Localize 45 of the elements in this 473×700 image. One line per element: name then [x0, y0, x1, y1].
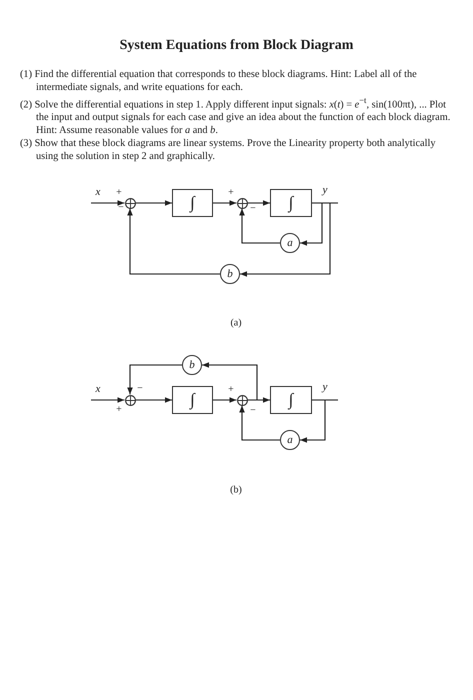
signal-arrow	[248, 200, 270, 206]
sign-label: +	[228, 188, 234, 198]
signal-label: x	[91, 383, 105, 403]
diagram-caption: (a)	[230, 318, 242, 328]
signal-label: y	[314, 381, 336, 403]
signal-arrow	[300, 202, 323, 246]
diagram-caption: (b)	[230, 484, 242, 496]
signal-arrow	[213, 200, 236, 206]
sign-label: −	[118, 203, 124, 213]
signal-arrow	[300, 399, 326, 443]
question-text: (3) Show that these block diagrams are linear systems. Prove the Linearity property both analytically using the solution in step 2 and graphically.	[20, 137, 436, 163]
signal-arrow	[202, 362, 258, 401]
signal-label: x	[91, 186, 105, 206]
integrator-box: ∫	[270, 189, 312, 217]
gain-circle: a	[280, 430, 300, 450]
signal-arrow	[136, 200, 172, 206]
title: System Equations from Block Diagram	[118, 38, 354, 54]
signal-arrow	[239, 208, 280, 244]
sign-label: +	[116, 405, 122, 415]
signal-arrow	[239, 406, 280, 441]
signal-arrow	[213, 397, 236, 403]
question-text: (1) Find the differential equation that corresponds to these block diagrams. Hint: Label all of the intermediate signals, and write equations for each.	[20, 68, 418, 94]
signal-arrow	[240, 202, 331, 277]
summing-junction	[236, 198, 248, 208]
signal-arrow	[127, 364, 182, 394]
summing-junction	[124, 394, 136, 406]
sign-label: −	[250, 406, 256, 416]
integrator-box: ∫	[172, 189, 213, 217]
sign-label: −	[250, 204, 256, 214]
gain-circle: b	[182, 355, 202, 375]
summing-junction	[124, 198, 136, 208]
signal-arrow	[91, 200, 124, 206]
sign-label: −	[137, 384, 143, 394]
sign-label: +	[116, 188, 122, 198]
signal-label: y	[314, 184, 336, 206]
gain-circle: b	[220, 264, 240, 284]
sign-label: +	[228, 385, 234, 395]
question-text: (2) Solve the differential equations in step 1. Apply different input signals: x(t) = e$^{−t}$, sin(100πt), ... Plot the input and output signals for each case and give an idea about the function of each block diagram. Hint: Assume reasonable values for a and b.	[20, 94, 452, 138]
gain-circle: a	[280, 233, 300, 253]
integrator-box: ∫	[172, 386, 213, 414]
signal-arrow	[127, 208, 220, 275]
summing-junction	[236, 394, 248, 406]
signal-arrow	[91, 397, 124, 403]
signal-arrow	[136, 397, 172, 403]
integrator-box: ∫	[270, 386, 312, 414]
